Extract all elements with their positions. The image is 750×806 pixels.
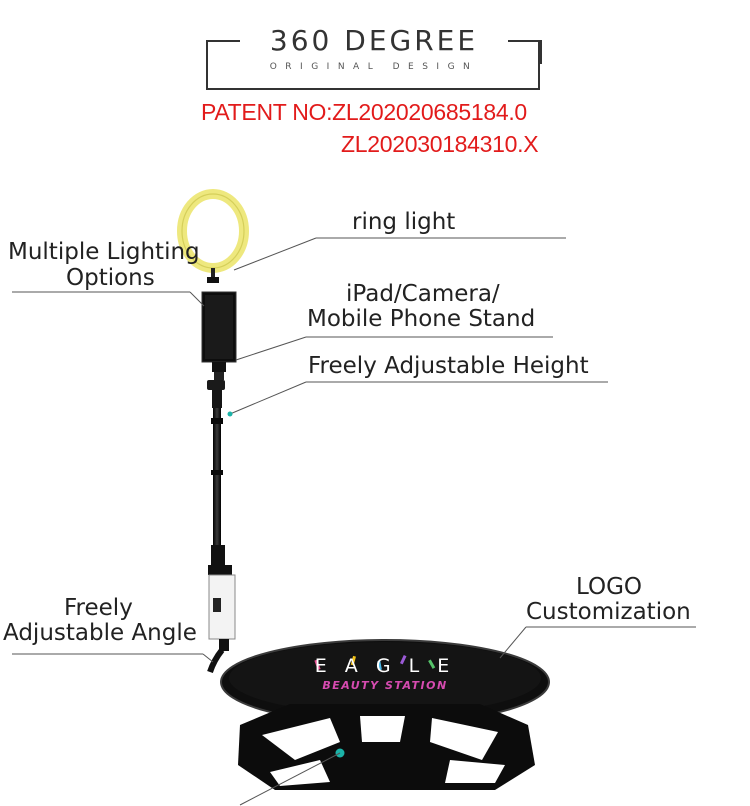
callout-angle-line1: Freely — [64, 595, 133, 621]
callout-stand-line2: Mobile Phone Stand — [307, 306, 536, 332]
patent-line-2: ZL202030184310.X — [341, 131, 539, 157]
callout-angle-line2: Adjustable Angle — [3, 620, 197, 646]
pole-clamp — [207, 565, 236, 673]
upper-mount — [207, 372, 225, 408]
device-holder — [201, 291, 237, 372]
rotating-platform — [220, 639, 550, 725]
callout-logo-line2: Customization — [526, 599, 691, 625]
callout-lighting-line2: Options — [66, 265, 155, 291]
telescopic-pole — [211, 408, 225, 565]
leader-lines — [12, 237, 696, 806]
header-frame-left — [206, 42, 208, 90]
callout-stand-line1: iPad/Camera/ — [346, 281, 500, 307]
platform-tagline: BEAUTY STATION — [322, 679, 448, 692]
callout-ring-light: ring light — [352, 209, 456, 235]
callout-logo-line1: LOGO — [576, 574, 643, 600]
header-frame-bottom — [206, 88, 540, 90]
platform-brand: E A G L E — [314, 655, 456, 677]
logo-decoration — [314, 654, 436, 671]
header-title: 360 DEGREE — [269, 24, 479, 57]
callout-height: Freely Adjustable Height — [308, 353, 589, 379]
header-frame-right — [538, 42, 540, 90]
header-subtitle: ORIGINAL DESIGN — [269, 62, 479, 72]
callout-lighting-line1: Multiple Lighting — [8, 239, 200, 265]
header-frame-corner-tr — [508, 40, 542, 64]
patent-line-1: PATENT NO:ZL202020685184.0 — [201, 99, 527, 125]
ring-light — [177, 189, 249, 283]
platform-base — [238, 704, 535, 790]
